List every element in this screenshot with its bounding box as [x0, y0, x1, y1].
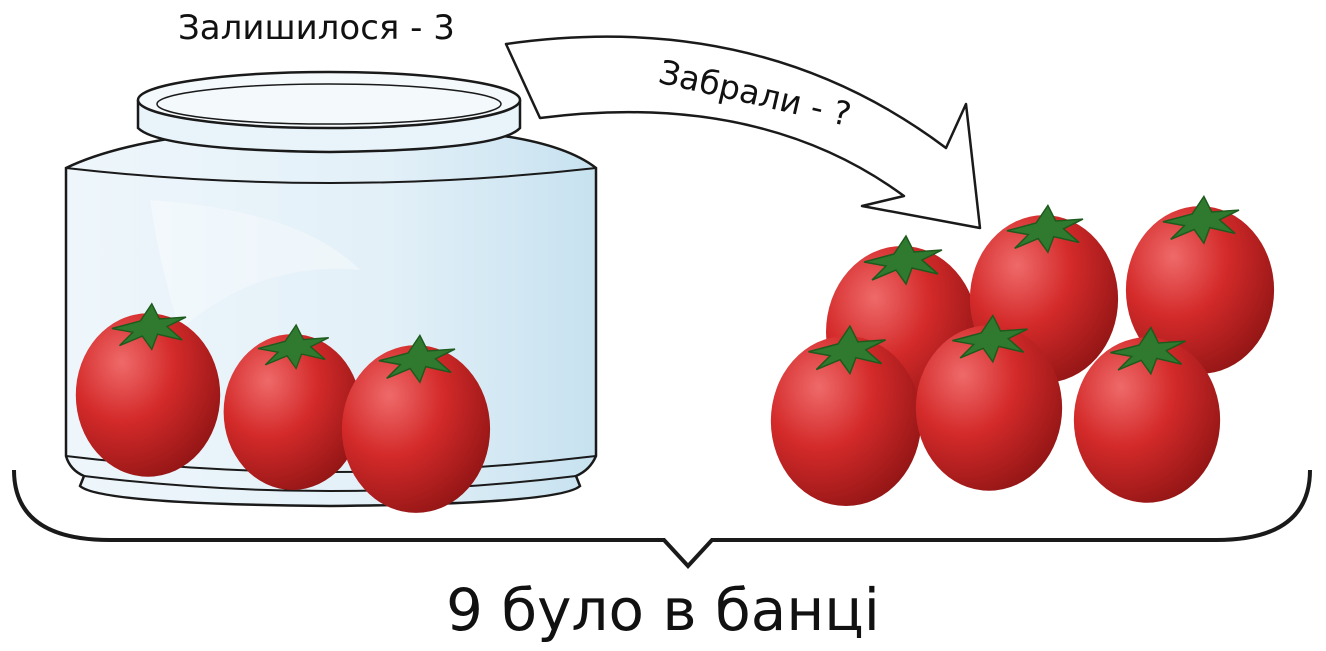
transfer-arrow — [504, 35, 982, 230]
remaining-label: Залишилося - 3 — [178, 8, 455, 48]
total-label: 9 було в банці — [446, 576, 880, 644]
grouping-brace — [12, 469, 1312, 569]
taken-tomatoes — [770, 195, 1275, 507]
